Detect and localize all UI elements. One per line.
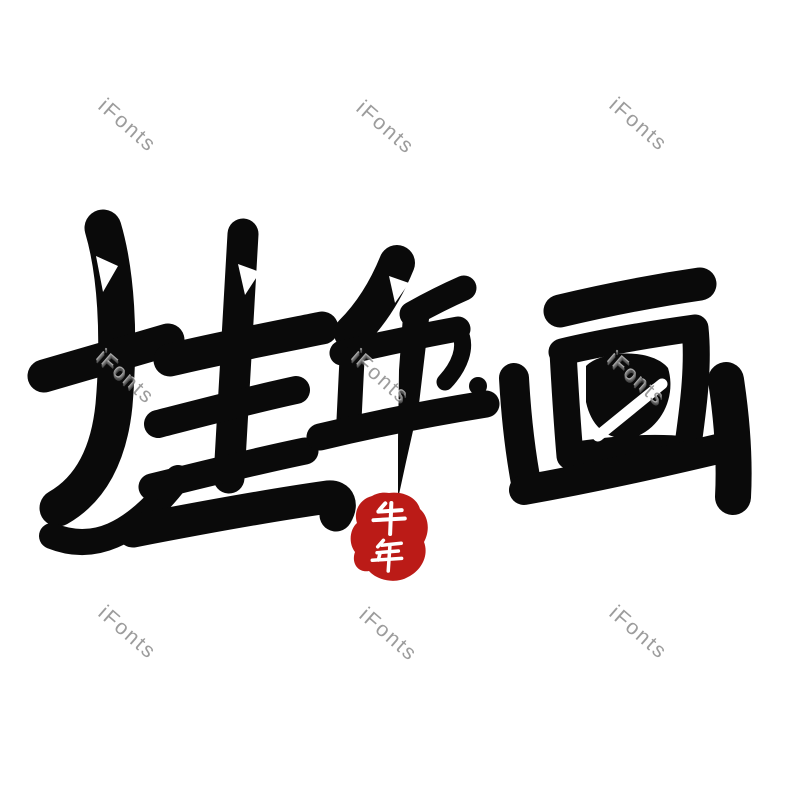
brush-stroke (436, 322, 472, 391)
brush-stroke (509, 433, 737, 505)
brush-notch (389, 276, 409, 303)
brush-stroke (138, 437, 319, 501)
seal-stamp-blob (350, 492, 428, 581)
brush-stroke (213, 218, 259, 494)
seal-char-nian (370, 538, 404, 573)
brush-stroke (499, 363, 542, 503)
brush-stroke (708, 362, 752, 515)
brush-stroke (548, 314, 710, 470)
brush-stroke (144, 376, 310, 438)
brush-dot (469, 377, 487, 395)
brush-stroke (334, 245, 415, 351)
brush-stroke (543, 267, 717, 328)
brush-stroke (586, 353, 671, 439)
char-hua (469, 267, 752, 515)
brush-stroke-tapered (398, 316, 429, 499)
zodiac-seal (350, 492, 428, 581)
brush-stroke (336, 346, 365, 433)
brush-stroke (116, 480, 356, 548)
char-gua (27, 209, 356, 556)
brush-notch (592, 378, 668, 442)
brush-notch (238, 264, 260, 295)
seal-char-niu (371, 500, 407, 537)
brush-stroke (27, 323, 185, 393)
char-nian (306, 245, 500, 499)
brush-stroke (399, 275, 477, 327)
brush-notch (96, 256, 118, 292)
